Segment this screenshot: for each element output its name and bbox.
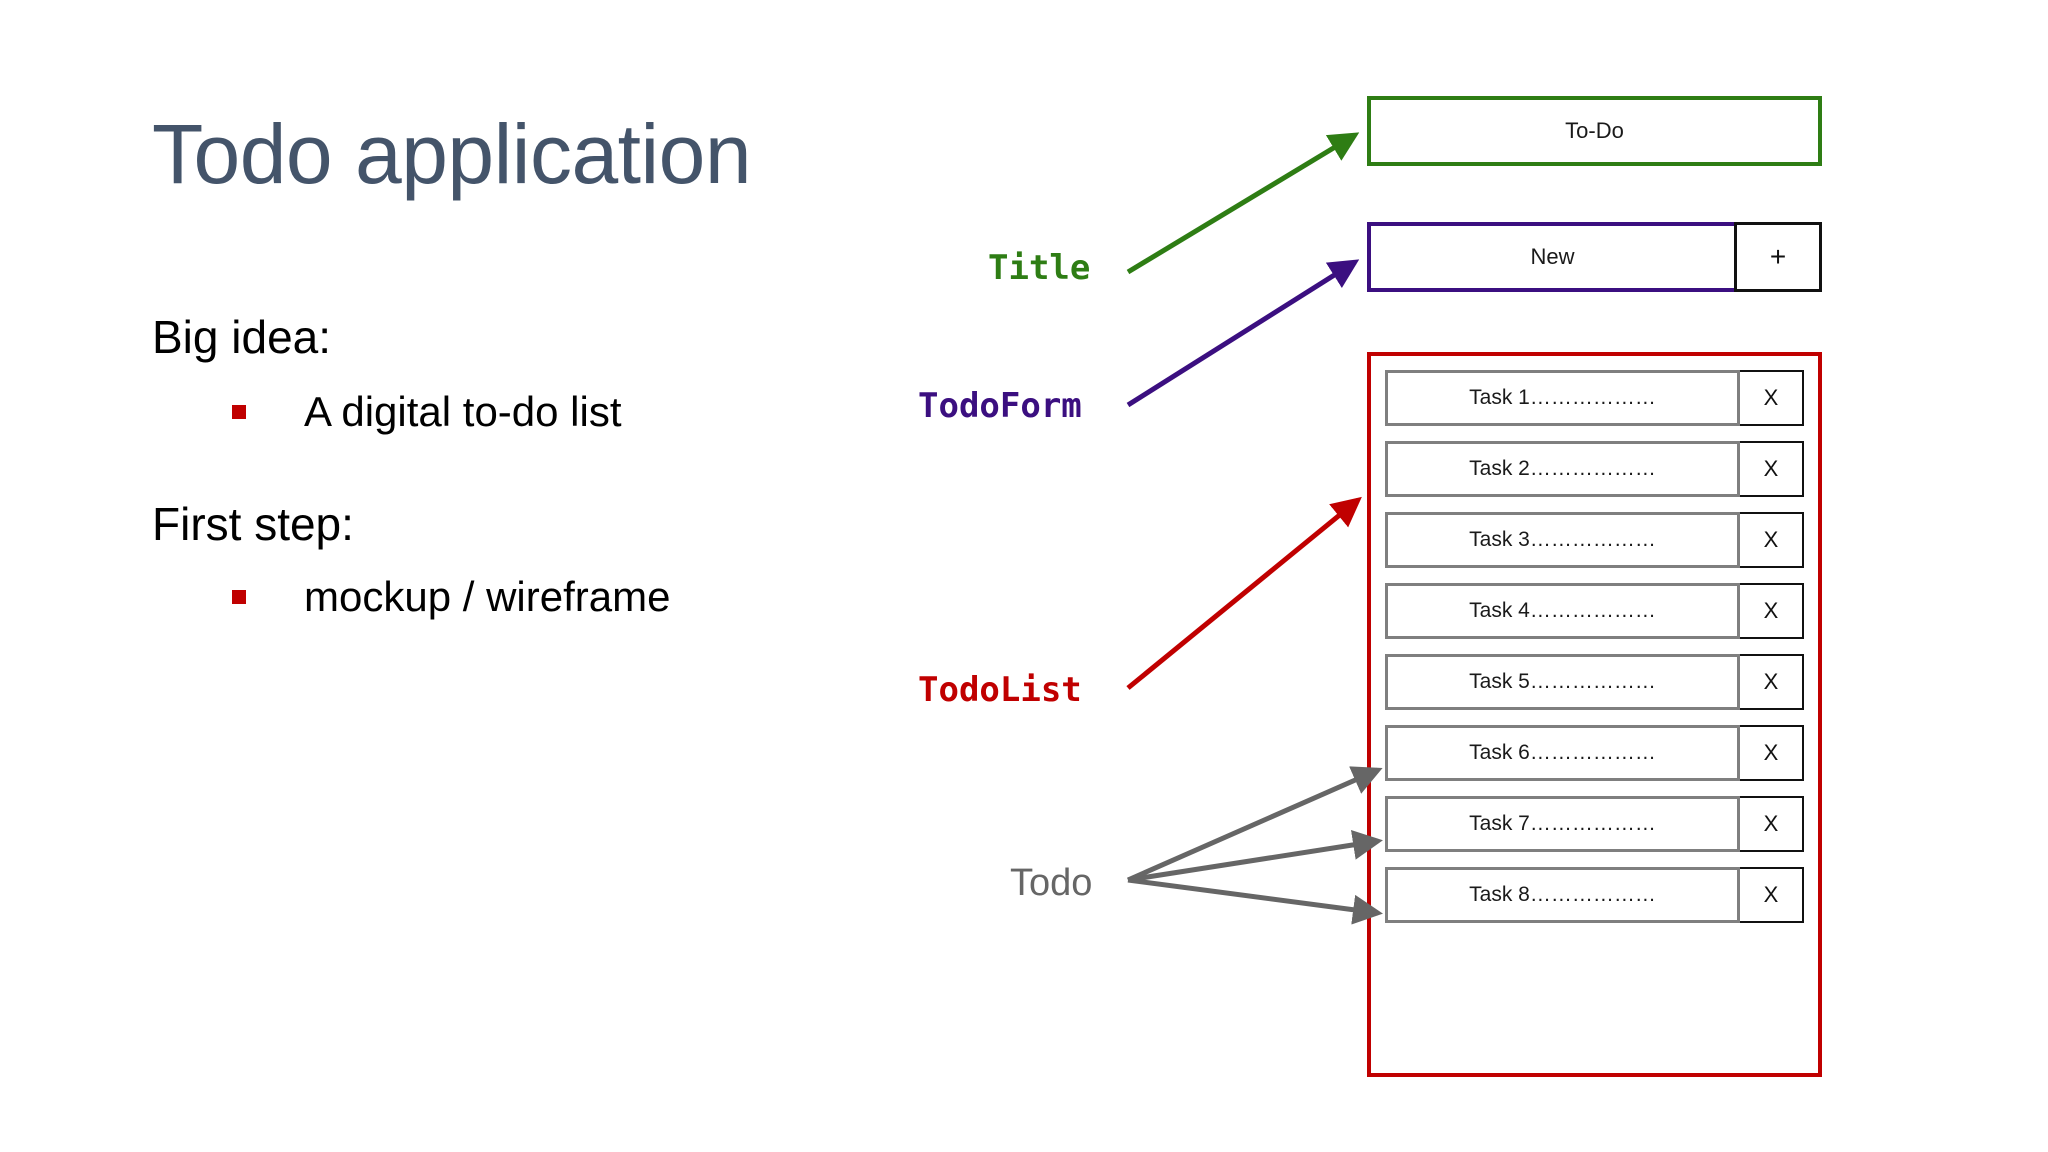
task-label[interactable]: Task 3……………… <box>1385 512 1740 568</box>
bullet-square-icon <box>232 405 246 419</box>
task-delete-button[interactable]: X <box>1740 654 1804 710</box>
bullet-text: mockup / wireframe <box>304 573 671 620</box>
arrow-todo-to-task7 <box>1127 830 1383 883</box>
page-title: Todo application <box>152 107 752 201</box>
mockup-title-text: To-Do <box>1565 118 1624 143</box>
task-label[interactable]: Task 7……………… <box>1385 796 1740 852</box>
arrow-todoform-to-formbox <box>1126 259 1360 408</box>
mockup-title-box[interactable]: To-Do <box>1367 96 1822 166</box>
mockup-todoform-box[interactable]: New + <box>1367 222 1822 292</box>
task-label[interactable]: Task 6……………… <box>1385 725 1740 781</box>
bullet-text: A digital to-do list <box>304 388 622 435</box>
task-label[interactable]: Task 4……………… <box>1385 583 1740 639</box>
task-delete-button[interactable]: X <box>1740 796 1804 852</box>
task-delete-button[interactable]: X <box>1740 583 1804 639</box>
arrow-todo-to-task8 <box>1127 877 1383 925</box>
section-heading-big-idea: Big idea: <box>152 311 332 363</box>
task-row: Task 7………………X <box>1385 796 1804 852</box>
task-label[interactable]: Task 2……………… <box>1385 441 1740 497</box>
add-task-button[interactable]: + <box>1734 222 1822 292</box>
bullet-item: A digital to-do list <box>152 388 622 436</box>
task-row: Task 2………………X <box>1385 441 1804 497</box>
task-delete-button[interactable]: X <box>1740 725 1804 781</box>
task-row: Task 8………………X <box>1385 867 1804 923</box>
task-row: Task 4………………X <box>1385 583 1804 639</box>
task-row: Task 5………………X <box>1385 654 1804 710</box>
task-delete-button[interactable]: X <box>1740 441 1804 497</box>
task-delete-button[interactable]: X <box>1740 370 1804 426</box>
task-delete-button[interactable]: X <box>1740 867 1804 923</box>
task-row: Task 3………………X <box>1385 512 1804 568</box>
task-row: Task 1………………X <box>1385 370 1804 426</box>
task-label[interactable]: Task 1……………… <box>1385 370 1740 426</box>
task-label[interactable]: Task 5……………… <box>1385 654 1740 710</box>
annotation-label-todo: Todo <box>1010 862 1093 904</box>
arrow-title-to-titlebox <box>1126 132 1360 275</box>
annotation-label-todolist: TodoList <box>918 670 1082 710</box>
annotation-label-todoform: TodoForm <box>918 386 1082 426</box>
bullet-item: mockup / wireframe <box>152 573 670 621</box>
arrow-todolist-to-listbox <box>1126 496 1362 690</box>
task-delete-button[interactable]: X <box>1740 512 1804 568</box>
task-row: Task 6………………X <box>1385 725 1804 781</box>
task-label[interactable]: Task 8……………… <box>1385 867 1740 923</box>
section-heading-first-step: First step: <box>152 498 354 550</box>
annotation-label-title: Title <box>988 248 1091 288</box>
bullet-square-icon <box>232 590 246 604</box>
arrow-todo-to-task6 <box>1126 766 1383 883</box>
new-task-input[interactable]: New <box>1371 226 1734 288</box>
